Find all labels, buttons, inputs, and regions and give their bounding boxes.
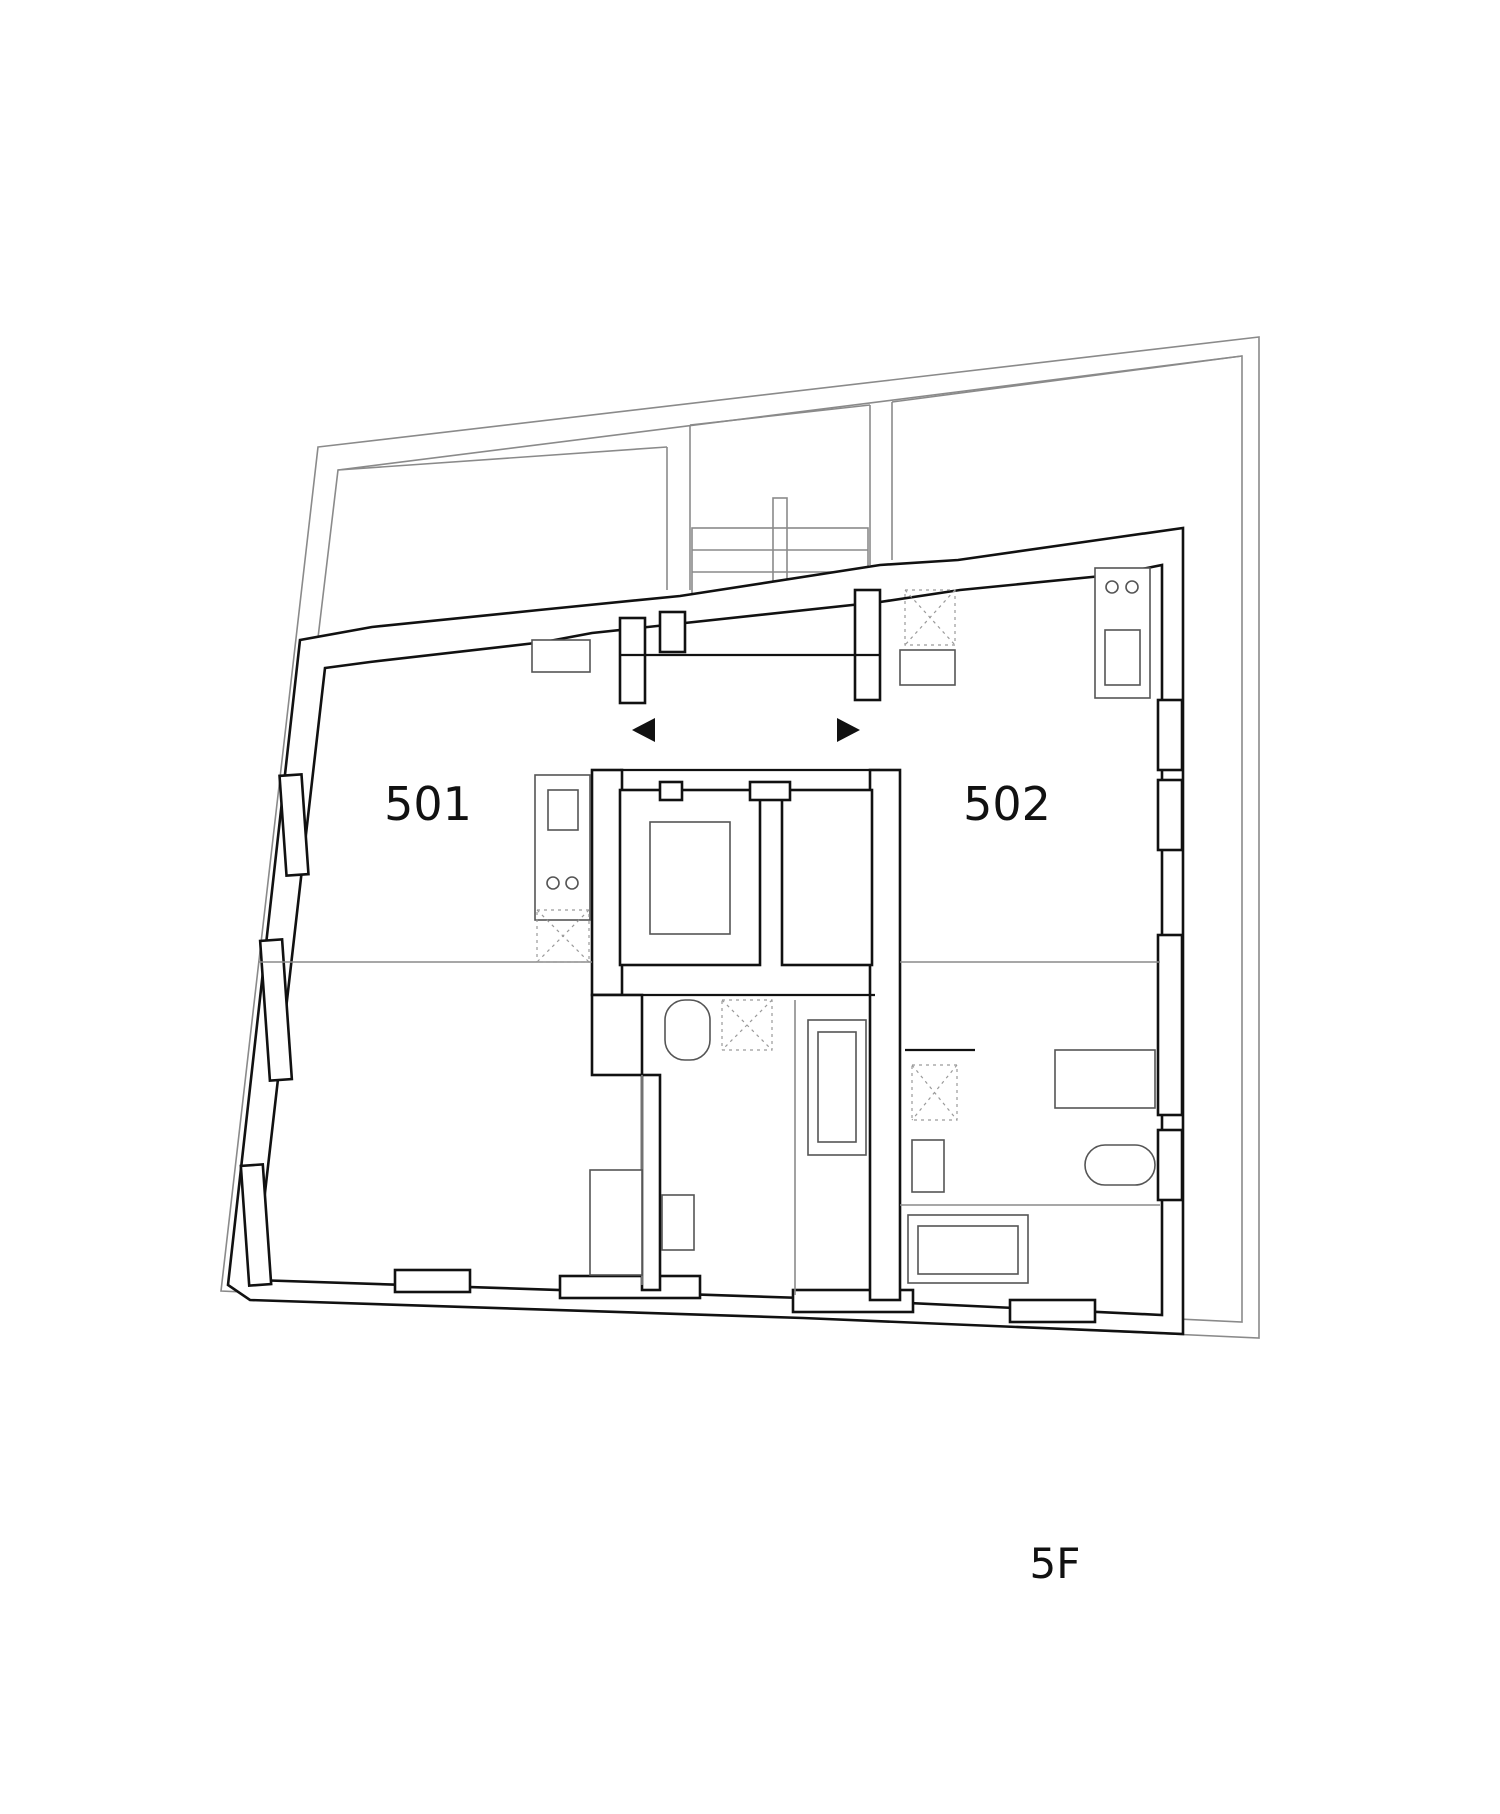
left-wall-piers	[239, 772, 310, 1288]
arrow-right-icon	[837, 718, 860, 742]
entry-arrows	[632, 718, 860, 742]
floor-label: 5F	[1030, 1539, 1081, 1588]
unit-label-501: 501	[384, 777, 472, 831]
bottom-wall-piers	[393, 1268, 1097, 1324]
bathroom-501	[589, 999, 867, 1276]
unit-label-502: 502	[963, 777, 1051, 831]
arrow-left-icon	[632, 718, 655, 742]
right-wall-piers	[1156, 698, 1184, 1202]
core	[590, 588, 902, 1302]
kitchen-501	[531, 639, 591, 963]
kitchen-502	[899, 567, 1151, 699]
bathroom-502	[900, 1048, 1160, 1284]
